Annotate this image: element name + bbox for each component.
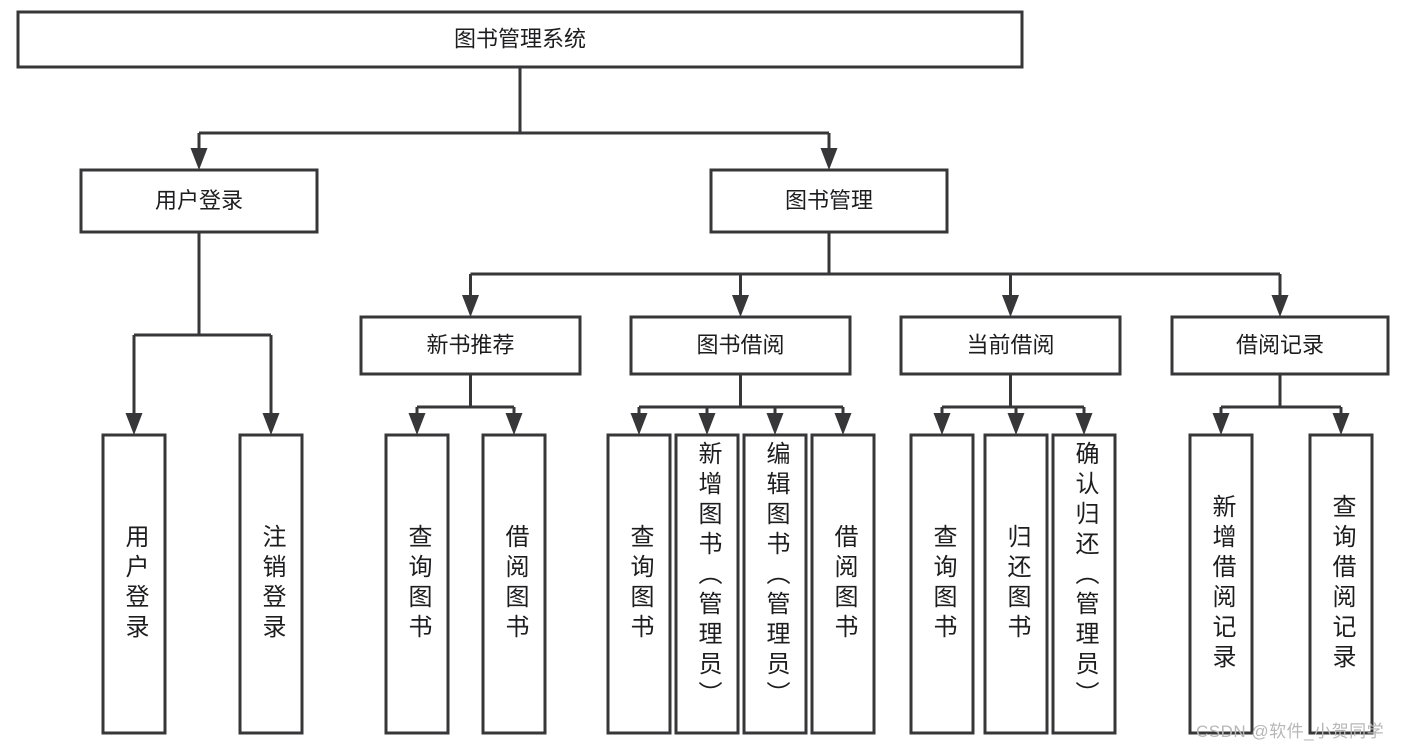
node-label-borrow-record: 借阅记录 bbox=[1236, 332, 1324, 357]
node-box-leaf-return-book[interactable] bbox=[983, 433, 1049, 735]
connector-group bbox=[190, 67, 838, 170]
node-box-leaf-add-book[interactable] bbox=[674, 433, 740, 735]
node-label-current-borrow: 当前借阅 bbox=[966, 332, 1054, 357]
node-box-root[interactable] bbox=[16, 10, 1024, 69]
node-box-book-borrow[interactable] bbox=[629, 315, 852, 376]
node-box-leaf-add-record[interactable] bbox=[1188, 433, 1254, 735]
node-box-leaf-query-record[interactable] bbox=[1308, 433, 1374, 735]
node-box-new-book-recommend[interactable] bbox=[359, 315, 582, 376]
node-label-root: 图书管理系统 bbox=[454, 26, 586, 51]
node-label-book-manage: 图书管理 bbox=[785, 188, 873, 213]
node-box-leaf-query-book-2[interactable] bbox=[606, 433, 672, 735]
connector-group bbox=[1212, 374, 1350, 435]
connector-group bbox=[125, 232, 280, 435]
node-box-leaf-confirm-return[interactable] bbox=[1051, 433, 1117, 735]
connector-group bbox=[630, 374, 852, 435]
connector-group bbox=[408, 374, 523, 435]
nodes-layer bbox=[16, 10, 1390, 735]
node-box-leaf-user-login[interactable] bbox=[101, 433, 167, 735]
node-label-new-book-recommend: 新书推荐 bbox=[426, 332, 514, 357]
node-box-leaf-query-book-1[interactable] bbox=[384, 433, 450, 735]
node-box-book-manage[interactable] bbox=[709, 168, 949, 234]
node-box-leaf-borrow-book-1[interactable] bbox=[481, 433, 547, 735]
node-box-borrow-record[interactable] bbox=[1170, 315, 1390, 376]
node-box-user-login[interactable] bbox=[79, 168, 319, 234]
node-box-current-borrow[interactable] bbox=[899, 315, 1122, 376]
node-label-book-borrow: 图书借阅 bbox=[696, 332, 784, 357]
watermark: CSDN @软件_小贺同学 bbox=[1196, 722, 1385, 741]
connector-group bbox=[933, 374, 1093, 435]
connector-group bbox=[462, 232, 1289, 317]
node-box-leaf-edit-book[interactable] bbox=[742, 433, 808, 735]
node-box-leaf-borrow-book-2[interactable] bbox=[810, 433, 876, 735]
node-box-leaf-user-logout[interactable] bbox=[238, 433, 304, 735]
edges-layer bbox=[125, 67, 1350, 435]
node-box-leaf-query-book-3[interactable] bbox=[909, 433, 975, 735]
node-label-user-login: 用户登录 bbox=[155, 188, 243, 213]
